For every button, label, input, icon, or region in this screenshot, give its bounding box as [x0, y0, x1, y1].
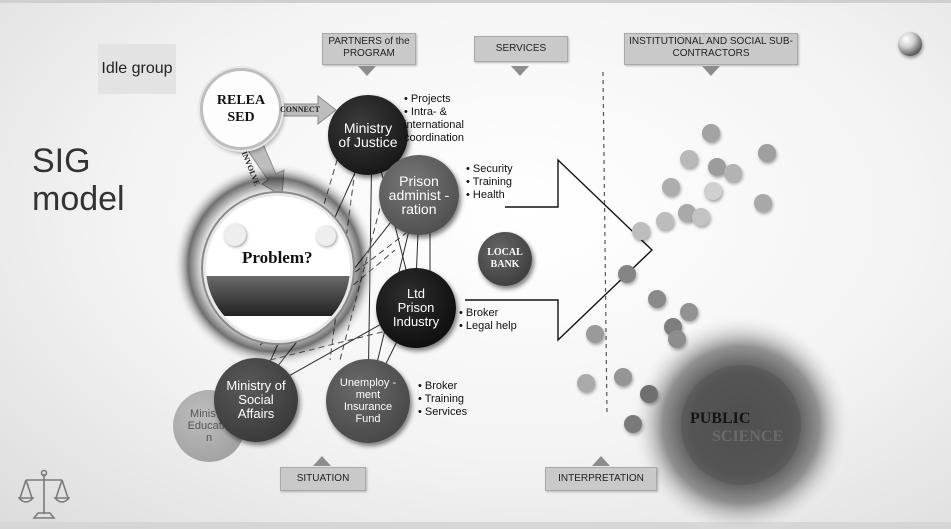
released-label: RELEA SED [216, 93, 266, 125]
dot [758, 144, 776, 162]
idle-group-box: Idle group [98, 44, 176, 94]
justice-bullets: Projects Intra- & international coordina… [404, 93, 500, 145]
dot [692, 208, 710, 226]
divider-line [602, 71, 608, 416]
tag-services: SERVICES [474, 36, 568, 62]
node-prison-administration: Prison administ -ration [379, 155, 459, 235]
prison-industry-bullets: Broker Legal help [459, 307, 549, 333]
dot [702, 124, 720, 142]
dot [662, 178, 680, 196]
connect-label: CONNECT [280, 105, 321, 114]
dot [680, 150, 698, 168]
dot [704, 182, 722, 200]
dot [668, 330, 686, 348]
tag-partners: PARTNERS of the PROGRAM [322, 33, 416, 65]
orb-icon[interactable] [898, 32, 922, 56]
problem-base [206, 276, 350, 316]
big-arrow-shape [465, 158, 654, 342]
public-science-label: PUBLIC SCIENCE [690, 410, 784, 445]
node-unemployment-insurance-fund: Unemploy -ment Insurance Fund [326, 359, 410, 443]
dot [624, 415, 642, 433]
tag-partners-arrow [358, 66, 376, 76]
node-ministry-of-social-affairs: Ministry of Social Affairs [214, 358, 298, 442]
dot [618, 265, 636, 283]
problem-text: Problem? [242, 248, 313, 267]
dot [754, 194, 772, 212]
bottom-border [0, 522, 951, 529]
scales-icon [18, 469, 70, 519]
dot [724, 164, 742, 182]
top-border [0, 0, 951, 3]
dot [680, 303, 698, 321]
dot [632, 222, 650, 240]
dot [648, 290, 666, 308]
prison-admin-bullets: Security Training Health [466, 163, 546, 202]
tag-interpretation-arrow [592, 456, 610, 466]
dot [656, 212, 674, 230]
dot [586, 325, 604, 343]
tag-interpretation: INTERPRETATION [545, 467, 657, 491]
released-circle: RELEA SED [200, 68, 282, 150]
tag-institutional: INSTITUTIONAL AND SOCIAL SUB-CONTRACTORS [624, 33, 798, 65]
problem-figure-left [224, 224, 246, 246]
problem-circle: Problem? [203, 193, 353, 343]
dot [577, 374, 595, 392]
tag-situation: SITUATION [280, 467, 366, 491]
node-local-bank: LOCAL BANK [478, 232, 532, 286]
problem-figure-right [316, 226, 336, 246]
idle-group-label: Idle group [101, 60, 173, 77]
unemployment-bullets: Broker Training Services [418, 380, 498, 419]
tag-institutional-arrow [702, 66, 720, 76]
dot [708, 158, 726, 176]
tag-services-arrow [511, 66, 529, 76]
dot [678, 204, 696, 222]
tag-situation-arrow [313, 456, 331, 466]
sig-model-title: SIG model [32, 142, 125, 218]
dot [640, 385, 658, 403]
dot [614, 368, 632, 386]
node-ltd-prison-industry: Ltd Prison Industry [376, 268, 456, 348]
